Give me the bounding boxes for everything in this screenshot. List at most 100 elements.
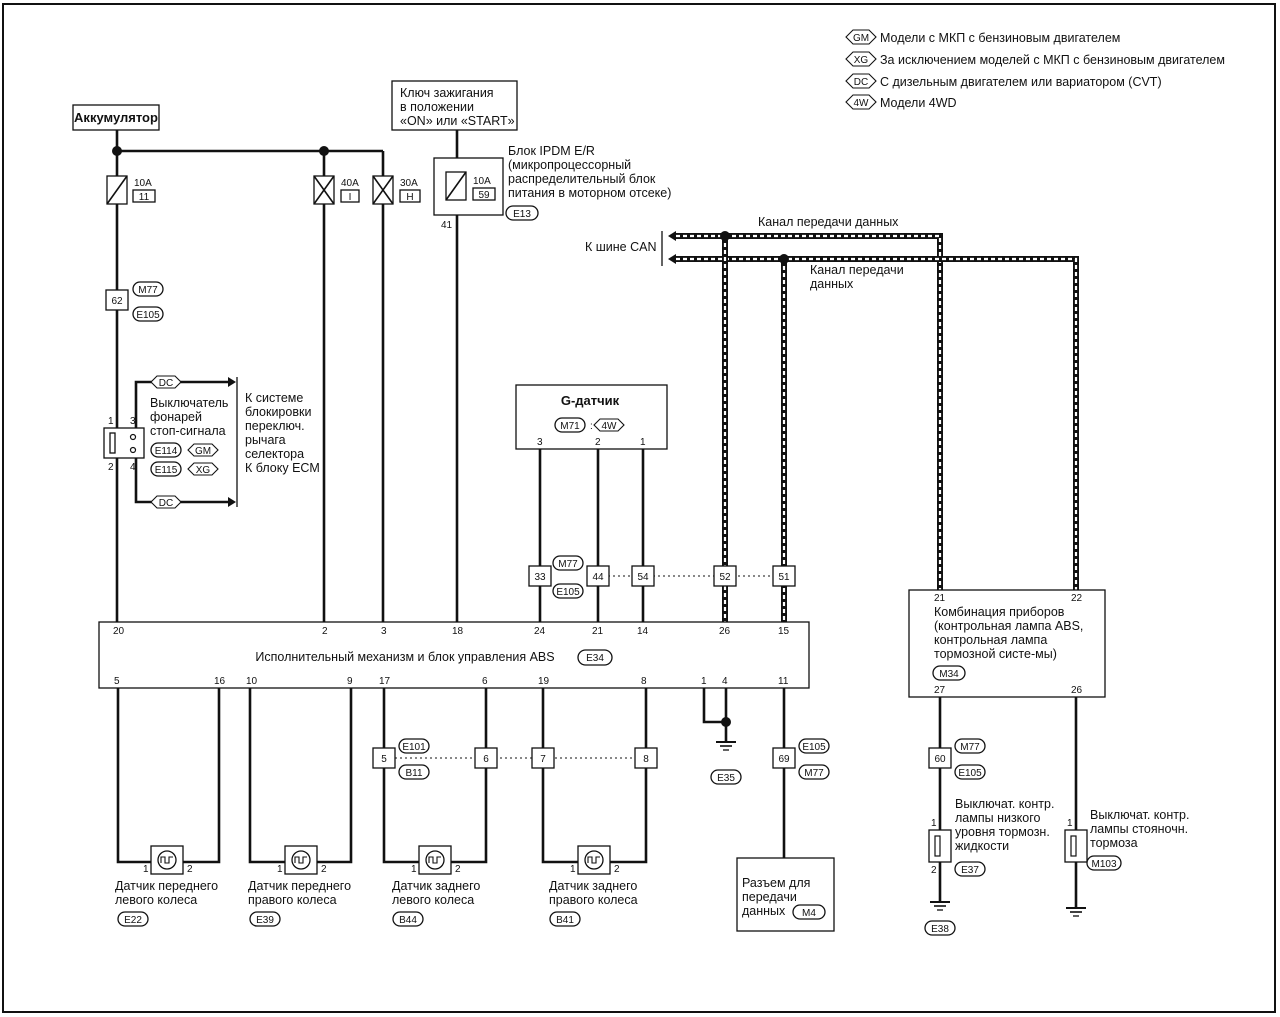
svg-text:I: I	[349, 192, 352, 203]
svg-text:22: 22	[1071, 593, 1083, 604]
svg-text:1: 1	[1067, 818, 1073, 829]
svg-text:27: 27	[934, 685, 946, 696]
svg-text:тормоза: тормоза	[1090, 836, 1138, 850]
wheel-sensor-front-left: 1 2 Датчик переднего левого колеса E22	[115, 845, 218, 927]
lock-system-label: К системе блокировки переключ. рычага се…	[245, 391, 320, 475]
svg-text:62: 62	[111, 296, 123, 307]
parking-brake-switch: 1 Выключат. контр. лампы стояночн. тормо…	[1064, 808, 1189, 917]
svg-text:Датчик заднего: Датчик заднего	[549, 879, 637, 893]
svg-text:E114: E114	[155, 446, 178, 457]
svg-text:данных: данных	[742, 904, 786, 918]
svg-text:15: 15	[778, 626, 790, 637]
svg-text:E105: E105	[802, 742, 826, 753]
svg-text:51: 51	[778, 572, 790, 583]
svg-text:передачи: передачи	[742, 890, 797, 904]
svg-text:Выключатель: Выключатель	[150, 396, 228, 410]
svg-text:M77: M77	[960, 742, 980, 753]
battery: Аккумулятор	[72, 104, 160, 131]
svg-text:С дизельным двигателем или вар: С дизельным двигателем или вариатором (C…	[880, 75, 1162, 89]
legend-item-dc: DC С дизельным двигателем или вариатором…	[845, 73, 1162, 89]
svg-text:блокировки: блокировки	[245, 405, 311, 419]
legend-item-4w: 4W Модели 4WD	[845, 94, 957, 110]
svg-text:2: 2	[455, 864, 461, 875]
connector-62: 62 M77 E105	[105, 281, 164, 322]
svg-text:переключ.: переключ.	[245, 419, 305, 433]
svg-text:(контрольная лампа ABS,: (контрольная лампа ABS,	[934, 619, 1083, 633]
svg-text:M77: M77	[558, 559, 578, 570]
ipdm-block: 10A 59 41 Блок IPDM E/R (микропроцессорн…	[433, 144, 671, 231]
svg-text:16: 16	[214, 676, 226, 687]
fuse-30a-h: 30A H	[372, 175, 421, 205]
svg-text:E34: E34	[586, 653, 604, 664]
svg-text:2: 2	[187, 864, 193, 875]
svg-text:контрольная лампа: контрольная лампа	[934, 633, 1047, 647]
svg-text:E39: E39	[256, 915, 274, 926]
svg-text:B11: B11	[405, 768, 422, 779]
svg-text:селектора: селектора	[245, 447, 304, 461]
svg-text:лампы стояночн.: лампы стояночн.	[1090, 822, 1188, 836]
svg-text:54: 54	[637, 572, 649, 583]
stop-lamp-switch: 1 3 2 4 Выключатель фонарей стоп-сигнала…	[103, 396, 228, 477]
svg-text:E105: E105	[958, 768, 982, 779]
svg-text:10A: 10A	[134, 178, 152, 189]
svg-text:E101: E101	[402, 742, 426, 753]
diagram-frame	[2, 3, 1276, 1013]
svg-text:тормозной систе-мы): тормозной систе-мы)	[934, 647, 1057, 661]
svg-text:Разъем для: Разъем для	[742, 876, 810, 890]
svg-text:XG: XG	[854, 55, 869, 66]
svg-text:11: 11	[778, 676, 789, 687]
svg-text:3: 3	[130, 416, 136, 427]
svg-text:2: 2	[595, 437, 601, 448]
svg-text:26: 26	[1071, 685, 1083, 696]
svg-text:21: 21	[934, 593, 946, 604]
svg-text:60: 60	[934, 754, 946, 765]
svg-text:распределительный блок: распределительный блок	[508, 172, 656, 186]
abs-unit: 20 2 3 18 24 21 14 26 15 Исполнительный …	[98, 621, 810, 689]
can-bus: К шине CAN Канал передачи данных Канал п…	[585, 215, 1079, 622]
svg-text:2: 2	[108, 462, 114, 473]
svg-text:фонарей: фонарей	[150, 410, 202, 424]
svg-text:XG: XG	[196, 465, 211, 476]
svg-text:правого колеса: правого колеса	[248, 893, 337, 907]
svg-text:24: 24	[534, 626, 546, 637]
svg-text:За исключением моделей с МКП с: За исключением моделей с МКП с бензиновы…	[880, 53, 1225, 67]
svg-text:33: 33	[534, 572, 546, 583]
svg-text:в положении: в положении	[400, 100, 474, 114]
svg-text:E105: E105	[136, 310, 160, 321]
svg-text::: :	[590, 421, 593, 432]
fuse-10a-11: 10A 11	[106, 175, 156, 205]
svg-text:G-датчик: G-датчик	[561, 393, 620, 408]
svg-text:Комбинация приборов: Комбинация приборов	[934, 605, 1065, 619]
wheel-sensor-front-right: 1 2 Датчик переднего правого колеса E39	[248, 845, 351, 927]
svg-text:E35: E35	[717, 773, 735, 784]
svg-text:B41: B41	[556, 915, 574, 926]
svg-text:Выключат. контр.: Выключат. контр.	[1090, 808, 1189, 822]
svg-text:20: 20	[113, 626, 125, 637]
svg-text:DC: DC	[159, 498, 173, 509]
connector-69: 69 E105 M77	[772, 738, 830, 780]
svg-text:52: 52	[719, 572, 731, 583]
svg-text:GM: GM	[853, 33, 869, 44]
svg-text:1: 1	[640, 437, 646, 448]
svg-text:M4: M4	[802, 908, 816, 919]
svg-text:4W: 4W	[854, 98, 870, 109]
svg-text:41: 41	[441, 220, 453, 231]
svg-text:19: 19	[538, 676, 550, 687]
svg-text:К системе: К системе	[245, 391, 303, 405]
svg-text:H: H	[406, 192, 413, 203]
svg-text:E13: E13	[513, 209, 531, 220]
svg-text:левого колеса: левого колеса	[392, 893, 474, 907]
svg-text:Датчик заднего: Датчик заднего	[392, 879, 480, 893]
svg-text:E22: E22	[124, 915, 142, 926]
g-sensor: G-датчик M71 : 4W 3 2 1	[515, 384, 668, 450]
svg-text:Ключ зажигания: Ключ зажигания	[400, 86, 494, 100]
svg-text:5: 5	[114, 676, 120, 687]
svg-text:30A: 30A	[400, 178, 418, 189]
svg-text:Аккумулятор: Аккумулятор	[74, 110, 158, 125]
svg-text:питания в моторном отсеке): питания в моторном отсеке)	[508, 186, 671, 200]
svg-text:лампы низкого: лампы низкого	[955, 811, 1041, 825]
connector-60: 60 M77 E105	[928, 738, 986, 780]
svg-text:1: 1	[277, 864, 283, 875]
svg-text:7: 7	[540, 754, 546, 765]
